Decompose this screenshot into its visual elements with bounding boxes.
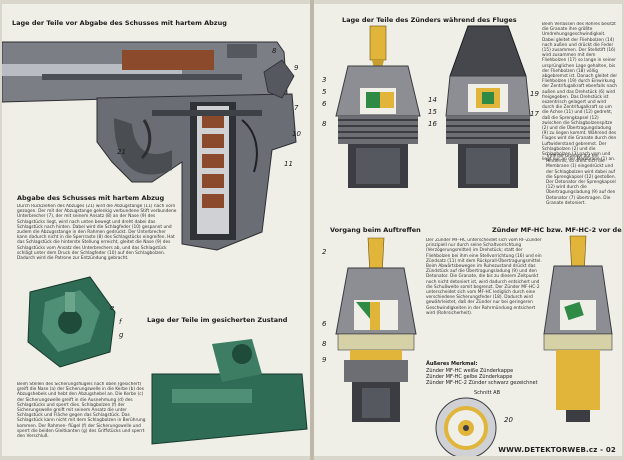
label-gun-8: 8	[272, 47, 277, 55]
label-fuze3-2: 2	[322, 248, 327, 256]
marking-line-2: Zünder MF-HC gelbe Zünderkappe	[426, 374, 513, 380]
label-fuze1-5: 5	[322, 88, 327, 96]
right-page: Lage der Teile des Zünders während des F…	[314, 4, 622, 456]
marking-title: Äußeres Merkmal:	[426, 361, 478, 367]
label-fuze2-16: 16	[428, 120, 437, 128]
marking-line-1: Zünder MF-HC weiße Zünderkappe	[426, 368, 514, 374]
left-page: Lage der Teile vor Abgabe des Schusses m…	[2, 4, 310, 456]
section-ab-label: Schnitt AB	[474, 390, 501, 396]
page-fold	[310, 0, 314, 460]
label-gun-11: 11	[284, 160, 293, 168]
label-gun-10: 10	[292, 130, 301, 138]
pistol-cutaway-illustration	[2, 41, 297, 251]
secured-position-illustration	[151, 339, 308, 445]
flight-description-text: Beim Verlassen des Rohres besitzt die Gr…	[542, 22, 618, 163]
firing-section-title: Abgabe des Schusses mit hartem Abzug	[17, 194, 165, 202]
label-safety-e: e	[110, 304, 115, 312]
label-fuze2-19: 19	[530, 90, 539, 98]
firing-section-text: Durch Rückziehen des Abzuges (21) wird d…	[17, 204, 177, 262]
label-fuze3-6: 6	[322, 320, 327, 328]
label-safety-g: g	[119, 331, 124, 339]
fuze-in-flight-detail-illustration	[445, 25, 531, 188]
label-safety-f: f	[119, 318, 122, 326]
label-fuze2-14: 14	[428, 96, 437, 104]
fuze-in-flight-illustration	[335, 25, 421, 188]
label-section-20: 20	[504, 416, 513, 424]
marking-line-3: Zünder MF-HC-2 Zünder schwarz gezeichnet	[426, 380, 538, 386]
impact-title: Vorgang beim Auftreffen	[330, 226, 421, 234]
label-gun-7: 7	[294, 104, 299, 112]
label-fuze1-8: 8	[322, 120, 327, 128]
fuze-on-impact-illustration	[335, 237, 417, 422]
label-fuze2-15: 15	[428, 108, 437, 116]
mf-fuze-description-text: Der Zünder MF-HC unterscheidet sich vom …	[426, 238, 542, 316]
label-fuze3-8: 8	[322, 340, 327, 348]
label-gun-9: 9	[294, 64, 299, 72]
section-ab-illustration	[435, 397, 497, 456]
label-fuze2-17: 17	[530, 110, 539, 118]
left-title-top: Lage der Teile vor Abgabe des Schusses m…	[12, 19, 227, 27]
safety-mechanism-illustration	[27, 276, 116, 368]
label-fuze1-3: 3	[322, 76, 327, 84]
safety-section-text: Beim Stellen des Sicherungsflügels nach …	[17, 382, 146, 440]
safety-section-title: Lage der Teile im gesicherten Zustand	[147, 316, 288, 324]
label-gun-21: 21	[117, 148, 126, 156]
right-title-top: Lage der Teile des Zünders während des F…	[342, 16, 517, 24]
mf-fuze-title: Zünder MF-HC bzw. MF-HC-2 vor dem Abschu…	[492, 226, 622, 234]
footer-website-credit: WWW.DETEKTORWEB.cz - 02	[498, 446, 616, 454]
label-fuze1-6: 6	[322, 100, 327, 108]
impact-description-text: Trifft die Granate auf ein Hindernis, so…	[546, 154, 616, 206]
mf-fuze-before-firing-illustration	[543, 235, 613, 422]
label-fuze3-9: 9	[322, 356, 327, 364]
